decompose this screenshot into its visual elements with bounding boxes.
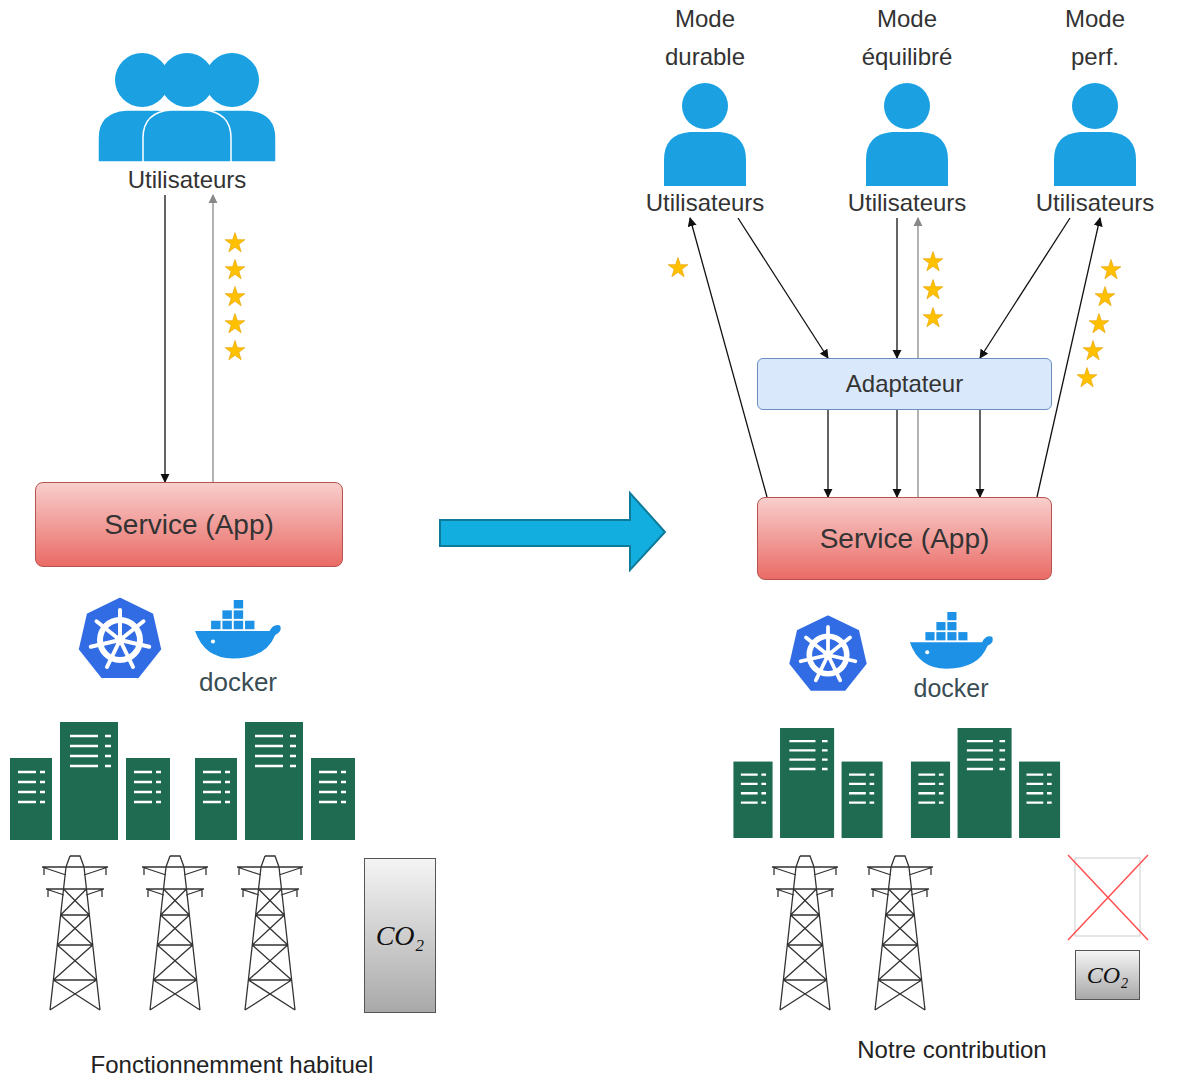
co2-label: CO₂ — [1087, 962, 1129, 989]
user-body — [143, 110, 231, 162]
connector-arrow — [979, 410, 980, 497]
kubernetes-logo — [788, 614, 868, 692]
user-icon — [660, 80, 750, 188]
users-group-icon — [97, 40, 277, 165]
star — [923, 308, 943, 327]
user-body — [664, 132, 746, 186]
service-box: Service (App) — [35, 482, 343, 567]
panel-caption: Notre contribution — [857, 1036, 1046, 1064]
connector-arrow — [690, 218, 767, 497]
star — [225, 314, 245, 333]
user-label: Utilisateurs — [625, 188, 785, 218]
connector-arrow — [827, 410, 828, 497]
mode-heading: Mode équilibré — [852, 0, 962, 80]
docker-logo — [910, 612, 993, 669]
box-label: Adaptateur — [846, 370, 963, 398]
kubernetes-logo — [77, 596, 163, 680]
pylon — [237, 856, 303, 1010]
service-box: Service (App) — [757, 497, 1052, 580]
mode-heading: Mode durable — [650, 0, 760, 80]
server-group — [195, 722, 355, 840]
star — [1089, 314, 1109, 333]
user-head — [1072, 83, 1118, 129]
users-group: Utilisateurs — [97, 40, 277, 195]
server-group — [733, 728, 882, 838]
star — [225, 260, 245, 279]
user-label: Utilisateurs — [1015, 188, 1175, 218]
box-label: Service (App) — [820, 523, 990, 555]
star — [923, 280, 943, 299]
pylon — [142, 856, 208, 1010]
connector-arrow — [212, 195, 213, 482]
star — [225, 287, 245, 306]
connector-arrow — [164, 195, 165, 482]
user-icon — [1050, 80, 1140, 188]
pylon — [867, 856, 933, 1010]
transition-arrow — [440, 493, 665, 570]
star — [668, 258, 688, 277]
user-head — [160, 53, 214, 107]
star — [1101, 260, 1121, 279]
user-label: Utilisateurs — [97, 165, 277, 195]
star — [923, 252, 943, 271]
user-head — [682, 83, 728, 129]
star — [1095, 287, 1115, 306]
user-body — [1054, 132, 1136, 186]
star — [1083, 341, 1103, 360]
server-group — [911, 728, 1060, 838]
logo-wordmark: docker — [913, 674, 988, 703]
logo-wordmark: docker — [199, 667, 277, 698]
connector-arrow — [738, 218, 828, 358]
user-profile: Mode durableUtilisateurs — [625, 0, 785, 218]
star — [225, 341, 245, 360]
co2-bar: CO₂ — [1075, 950, 1141, 1000]
mode-heading: Mode perf. — [1040, 0, 1150, 80]
server-group — [10, 722, 170, 840]
docker-logo — [195, 600, 281, 658]
co2-label: CO₂ — [376, 920, 425, 952]
pylon — [772, 856, 838, 1010]
pylon — [42, 856, 108, 1010]
red-cross — [1068, 855, 1148, 940]
connector-arrow — [896, 218, 897, 358]
adapter-box: Adaptateur — [757, 358, 1052, 410]
user-body — [866, 132, 948, 186]
user-head — [884, 83, 930, 129]
connector-arrow — [896, 410, 897, 497]
user-profile: Mode équilibréUtilisateurs — [827, 0, 987, 218]
star — [1077, 368, 1097, 387]
panel-caption: Fonctionnemment habituel — [91, 1051, 374, 1077]
connector-arrow — [980, 218, 1070, 358]
co2-bar: CO₂ — [364, 858, 437, 1013]
box-label: Service (App) — [104, 509, 274, 541]
user-label: Utilisateurs — [827, 188, 987, 218]
user-profile: Mode perf. Utilisateurs — [1015, 0, 1175, 218]
star — [225, 233, 245, 252]
user-icon — [862, 80, 952, 188]
